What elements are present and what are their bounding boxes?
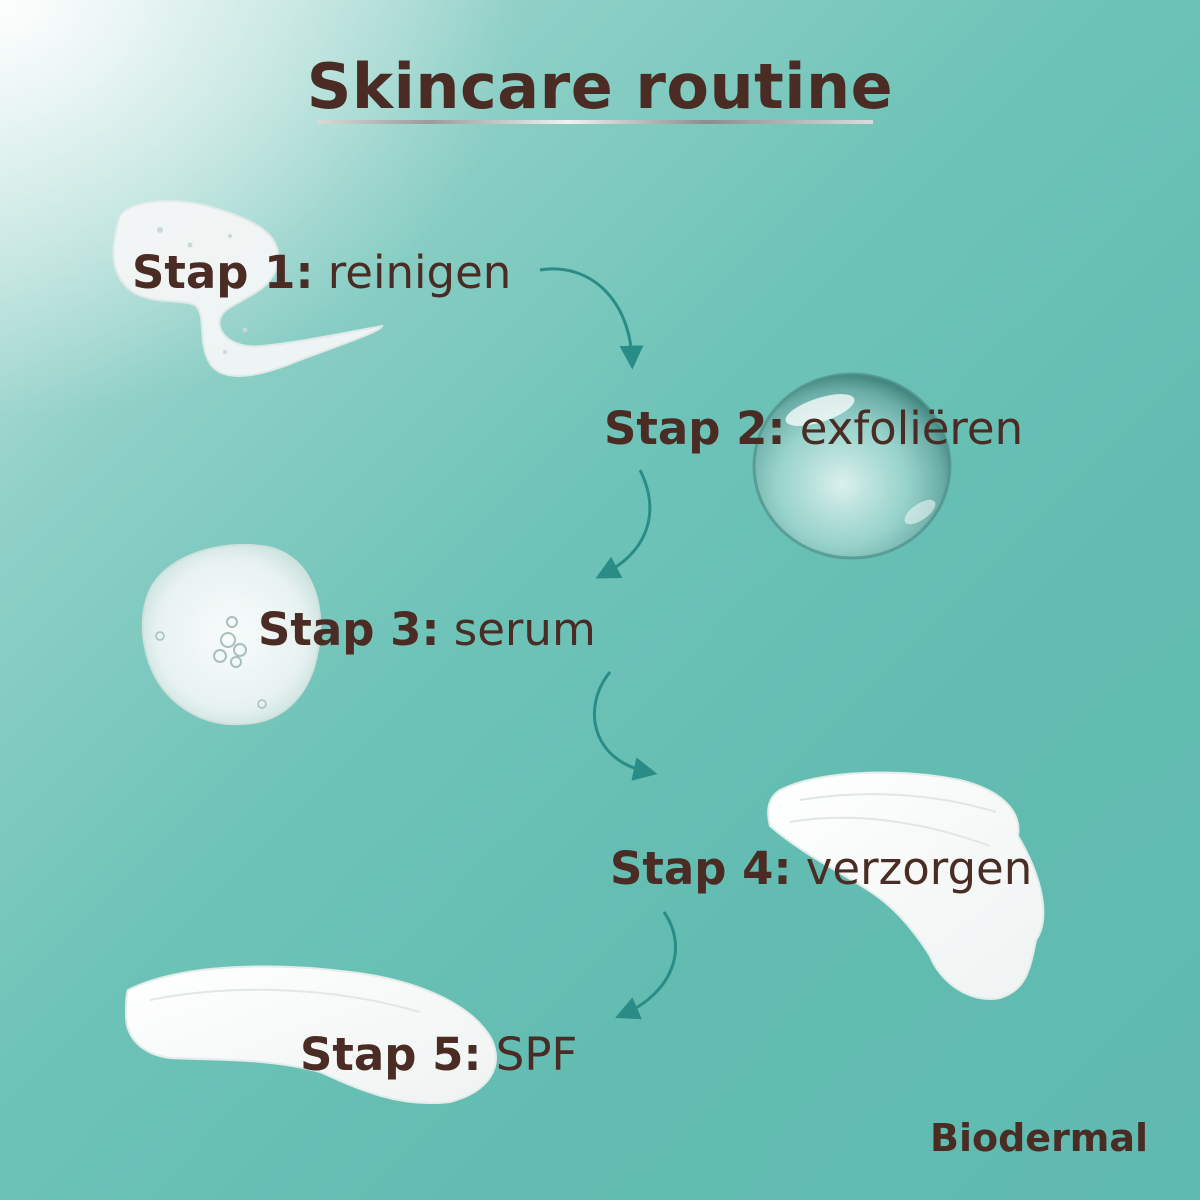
step-3-text: serum: [453, 603, 596, 656]
curved-arrow-icon: [595, 469, 652, 579]
step-4: Stap 4: verzorgen: [610, 846, 1032, 891]
step-2-text: exfoliëren: [799, 402, 1024, 455]
page-title: Skincare routine: [306, 50, 894, 123]
step-5-text: SPF: [495, 1028, 578, 1081]
title-underline: [318, 120, 873, 124]
serum-drop-icon: [141, 543, 322, 726]
step-2-label: Stap 2:: [604, 402, 786, 455]
step-2: Stap 2: exfoliëren: [604, 406, 1023, 451]
curved-arrow-icon: [615, 911, 678, 1020]
step-3: Stap 3: serum: [258, 607, 596, 652]
water-droplet-icon: [752, 372, 952, 560]
step-3-label: Stap 3:: [258, 603, 440, 656]
step-1: Stap 1: reinigen: [132, 250, 511, 295]
gel-swatch-icon: [112, 199, 384, 377]
curved-arrow-icon: [592, 671, 658, 781]
step-4-label: Stap 4:: [610, 842, 792, 895]
cream-smear-icon: [124, 965, 497, 1105]
brand-logo: Biodermal: [930, 1116, 1149, 1160]
step-4-text: verzorgen: [805, 842, 1033, 895]
step-1-label: Stap 1:: [132, 246, 314, 299]
step-1-text: reinigen: [327, 246, 512, 299]
step-5-label: Stap 5:: [300, 1028, 482, 1081]
step-5: Stap 5: SPF: [300, 1032, 577, 1077]
cream-swipe-icon: [767, 771, 1045, 1000]
curved-arrow-icon: [539, 267, 644, 370]
